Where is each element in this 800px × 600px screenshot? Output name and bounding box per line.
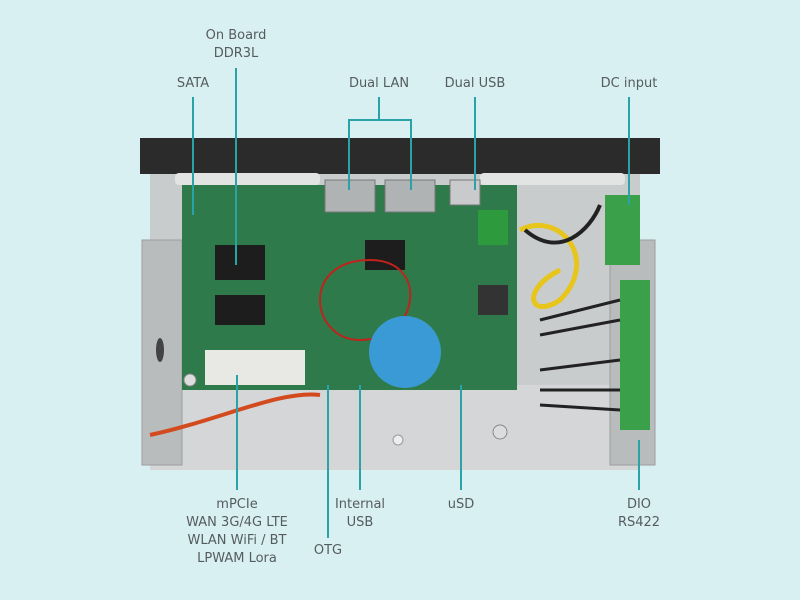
label-sata: SATA [176, 76, 210, 91]
battery [369, 316, 441, 388]
mpcie-slot [205, 350, 305, 385]
wire-yellow [518, 222, 580, 309]
dc-connector [605, 195, 640, 265]
label-line: RS422 [617, 515, 661, 530]
label-line: WLAN WiFi / BT [187, 533, 287, 548]
label-dual-usb: Dual USB [444, 76, 506, 91]
inductor [478, 285, 508, 315]
label-dc-input: DC input [600, 76, 658, 91]
label-line: On Board [205, 28, 267, 43]
label-line: USB [346, 515, 374, 530]
dio-wires [539, 298, 621, 412]
leader-lan-2 [379, 119, 412, 190]
label-line: DIO [626, 497, 652, 512]
base-plate-lower [150, 385, 640, 470]
leader-lan [348, 97, 380, 190]
label-line: DDR3L [213, 46, 259, 61]
label-line: mPCIe [216, 497, 258, 512]
label-dio: DIO RS422 [618, 496, 660, 532]
wire-bundle [149, 392, 321, 437]
chassis-lip-right [480, 173, 625, 185]
ram-chip [215, 245, 265, 280]
screw [392, 434, 404, 446]
leader-lines [192, 68, 640, 538]
label-line: WAN 3G/4G LTE [186, 515, 288, 530]
label-dual-lan: Dual LAN [348, 76, 410, 91]
screw [183, 373, 197, 387]
wire-black [523, 204, 602, 245]
cpu-chip [365, 240, 405, 270]
label-line: LPWAM Lora [197, 551, 277, 566]
label-line: Internal [334, 497, 386, 512]
label-ddr: On Board DDR3L [206, 27, 267, 63]
green-terminal [478, 210, 508, 245]
label-internal-usb: Internal USB [335, 496, 385, 532]
label-mpcie: mPCIe WAN 3G/4G LTE WLAN WiFi / BT LPWAM… [186, 496, 288, 568]
label-usd: uSD [447, 497, 475, 512]
chassis-top [140, 138, 660, 174]
slot [156, 338, 164, 362]
label-otg: OTG [313, 543, 343, 558]
wire-red [319, 259, 412, 342]
screw [492, 424, 508, 440]
ram-chip [215, 295, 265, 325]
dio-connector [620, 280, 650, 430]
chassis-lip-left [175, 173, 320, 185]
